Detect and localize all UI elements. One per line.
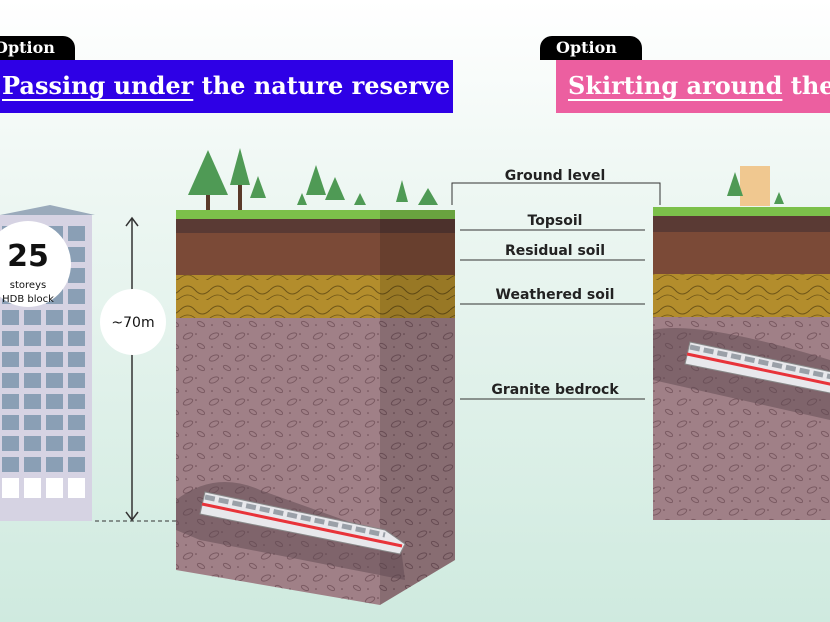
option1-title-rest: the nature reserve	[193, 71, 451, 100]
building-window	[68, 436, 85, 451]
building-window	[24, 394, 41, 409]
option1-pill: Option 1	[0, 36, 75, 60]
building-window	[68, 268, 85, 283]
building-window	[46, 352, 63, 367]
option1-title-banner: Passing under the nature reserve	[0, 60, 453, 113]
option2-title-rest: the nature reserve	[790, 71, 830, 100]
building-window	[68, 331, 85, 346]
building-window	[46, 457, 63, 472]
building-window	[68, 394, 85, 409]
residual-soil-label: Residual soil	[505, 243, 605, 259]
option2-pill-label: Option 2	[556, 38, 617, 57]
building-window	[24, 373, 41, 388]
building-window	[2, 478, 19, 498]
building-window	[68, 289, 85, 304]
option1-pill-label: Option 1	[0, 38, 55, 57]
building-window	[2, 394, 19, 409]
storeys-label: storeys	[10, 280, 46, 291]
building-window	[68, 226, 85, 241]
option1-title-highlight: Passing under	[2, 71, 194, 100]
building-window	[2, 457, 19, 472]
depth-arrow	[95, 216, 180, 522]
building-window	[24, 352, 41, 367]
building-window	[68, 373, 85, 388]
weathered-soil-label: Weathered soil	[496, 287, 615, 303]
option2-title-highlight: Skirting around	[568, 71, 783, 100]
building-window	[68, 310, 85, 325]
building-window	[46, 415, 63, 430]
building-window	[24, 415, 41, 430]
building-window	[68, 457, 85, 472]
layer-label-lines	[451, 182, 661, 400]
building-window	[68, 247, 85, 262]
building-window	[46, 310, 63, 325]
building-window	[46, 331, 63, 346]
building-window	[2, 331, 19, 346]
ground-level-label: Ground level	[505, 168, 606, 184]
depth-label: ~70m	[111, 315, 154, 331]
building-window	[68, 415, 85, 430]
option2-pill: Option 2	[540, 36, 642, 60]
building-window	[24, 457, 41, 472]
building-window	[2, 415, 19, 430]
building-window	[46, 373, 63, 388]
building-window	[24, 436, 41, 451]
building-window	[2, 310, 19, 325]
trees	[188, 148, 438, 210]
building-window	[68, 352, 85, 367]
granite-bedrock-label: Granite bedrock	[491, 382, 619, 398]
topsoil-label: Topsoil	[528, 213, 583, 229]
soil-block-option2	[653, 166, 830, 520]
building-window	[24, 478, 41, 498]
building-window	[24, 331, 41, 346]
building-window	[2, 436, 19, 451]
building-window	[24, 310, 41, 325]
soil-block-option1	[176, 210, 455, 605]
option2-title-banner: Skirting around the nature reserve	[556, 60, 830, 113]
building-window	[46, 394, 63, 409]
storeys-badge	[0, 221, 71, 307]
hdb-block-label: HDB block	[2, 294, 54, 305]
building-window	[2, 373, 19, 388]
building-window	[68, 478, 85, 498]
building-window	[46, 478, 63, 498]
building-window	[2, 352, 19, 367]
storeys-number: 25	[7, 239, 49, 274]
building-window	[46, 436, 63, 451]
